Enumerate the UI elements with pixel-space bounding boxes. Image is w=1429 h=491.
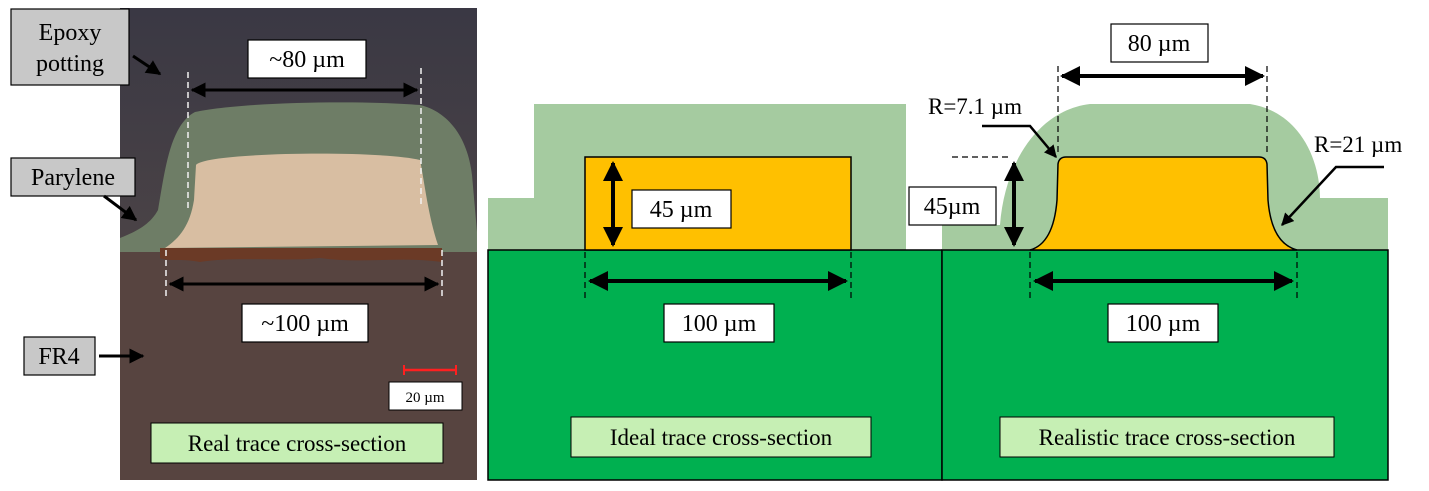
epoxy-label-line2: potting	[36, 51, 104, 77]
ideal-caption: Ideal trace cross-section	[610, 425, 833, 450]
copper-trace-photo	[165, 153, 438, 248]
micrograph-panel: 20 µm ~80 µm ~100 µm Real trace cross-se…	[120, 8, 477, 480]
radius-bottom-leader	[1281, 165, 1384, 226]
photo-caption: Real trace cross-section	[188, 431, 407, 456]
photo-bottom-width-box	[241, 303, 369, 343]
photo-top-width-box	[247, 39, 367, 79]
epoxy-pointer-arrow	[132, 54, 162, 76]
ideal-height-box	[631, 189, 732, 229]
parylene-pointer-arrow	[103, 194, 138, 222]
realistic-panel: 45µm 80 µm R=7.1 µm R=21 µm 100 µm Reali…	[908, 23, 1402, 481]
photo-caption-box	[150, 422, 444, 464]
realistic-caption-box	[999, 416, 1335, 458]
fr4-label: FR4	[38, 344, 79, 370]
parylene-label: Parylene	[31, 165, 115, 191]
radius-top-leader	[982, 124, 1057, 158]
ideal-panel: 45 µm 100 µm Ideal trace cross-section	[487, 104, 943, 481]
realistic-height-label: 45µm	[924, 194, 981, 220]
photo-bottom-width-label: ~100 µm	[261, 311, 349, 337]
parylene-label-box	[10, 157, 136, 197]
roughness-layer	[160, 248, 442, 262]
scale-bar-label: 20 µm	[405, 390, 444, 406]
realistic-top-width-label: 80 µm	[1128, 31, 1191, 57]
scale-bar-box	[388, 381, 463, 411]
realistic-height-box	[908, 186, 997, 226]
ideal-height-label: 45 µm	[650, 197, 713, 223]
radius-top-label: R=7.1 µm	[928, 94, 1022, 119]
realistic-width-box	[1107, 303, 1219, 343]
radius-bottom-label: R=21 µm	[1314, 132, 1402, 157]
realistic-copper-trace	[1029, 156, 1298, 251]
realistic-caption: Realistic trace cross-section	[1039, 425, 1296, 450]
ideal-width-box	[663, 303, 775, 343]
epoxy-label-box	[10, 8, 130, 86]
realistic-width-label: 100 µm	[1126, 311, 1201, 337]
realistic-top-width-box	[1110, 23, 1209, 63]
material-labels: Epoxy potting Parylene FR4	[10, 8, 162, 376]
ideal-caption-box	[570, 416, 872, 458]
photo-top-width-label: ~80 µm	[269, 47, 345, 73]
epoxy-label-line1: Epoxy	[39, 20, 102, 46]
ideal-width-label: 100 µm	[682, 311, 757, 337]
fr4-label-box	[23, 336, 96, 376]
